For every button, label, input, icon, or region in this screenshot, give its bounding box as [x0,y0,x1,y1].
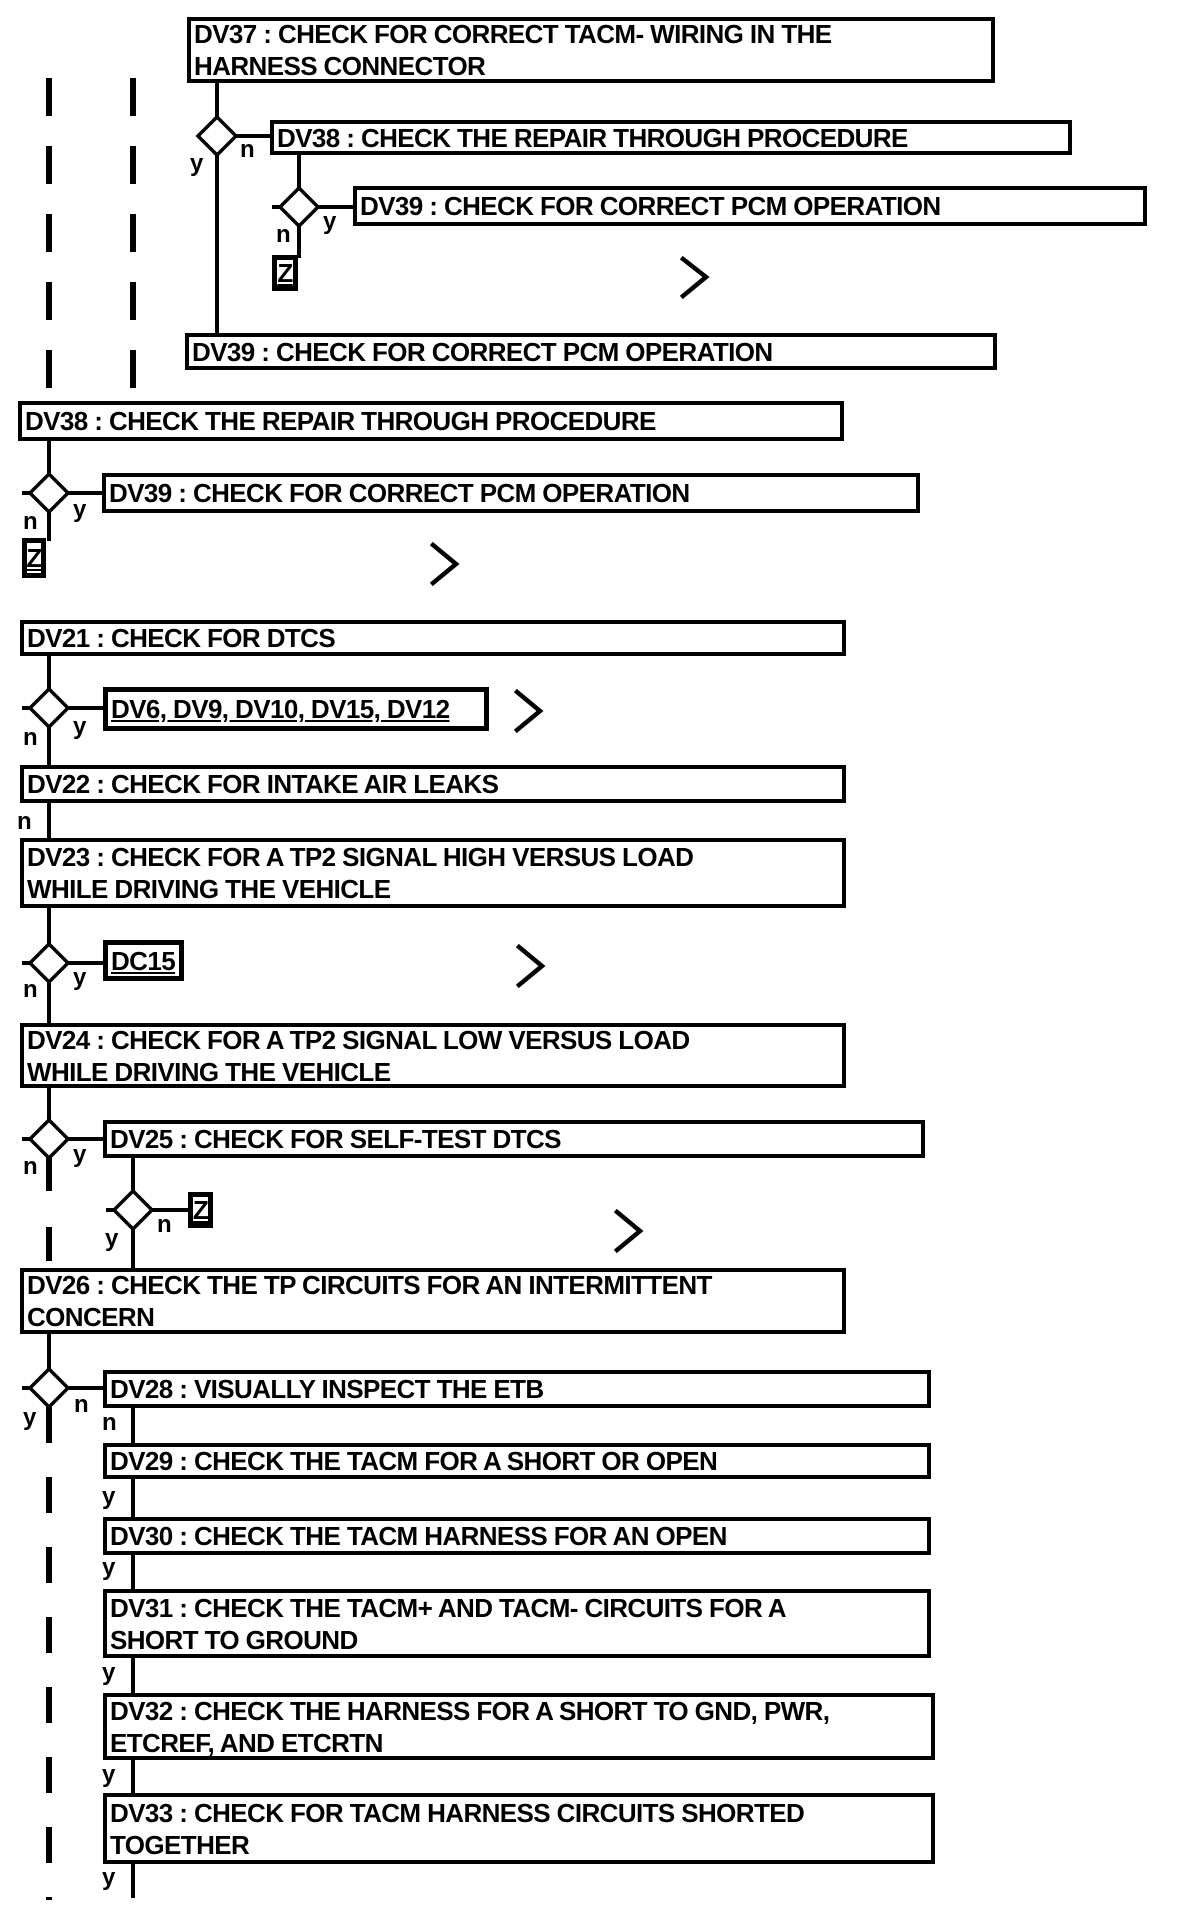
node-dv22: DV22 : CHECK FOR INTAKE AIR LEAKS [20,765,846,803]
branch-label-n: n [23,1153,38,1180]
continuation-chevron [613,1208,644,1254]
decision-diamond [27,471,71,515]
branch-label-y: y [102,1659,116,1686]
branch-label-y: y [23,1404,37,1431]
decision-diamond [27,1117,71,1161]
branch-label-n: n [17,808,32,835]
branch-label-n: n [276,221,291,248]
node-dv28: DV28 : VISUALLY INSPECT THE ETB [103,1370,931,1408]
node-dv39-top: DV39 : CHECK FOR CORRECT PCM OPERATION [353,186,1147,226]
node-dv24: DV24 : CHECK FOR A TP2 SIGNAL LOW VERSUS… [20,1023,846,1088]
node-dv39-mid: DV39 : CHECK FOR CORRECT PCM OPERATION [185,333,997,370]
node-dv31: DV31 : CHECK THE TACM+ AND TACM- CIRCUIT… [103,1589,931,1658]
node-dv38-top: DV38 : CHECK THE REPAIR THROUGH PROCEDUR… [270,120,1072,155]
node-dv33: DV33 : CHECK FOR TACM HARNESS CIRCUITS S… [103,1793,935,1864]
decision-diamond [27,1366,71,1410]
decision-diamond [27,686,71,730]
node-z2[interactable]: Z [22,538,46,578]
node-dv30: DV30 : CHECK THE TACM HARNESS FOR AN OPE… [103,1517,931,1555]
continuation-chevron [515,943,546,989]
node-dv29: DV29 : CHECK THE TACM FOR A SHORT OR OPE… [103,1443,931,1479]
node-dv23: DV23 : CHECK FOR A TP2 SIGNAL HIGH VERSU… [20,838,846,908]
decision-diamond [195,114,239,158]
node-dv38-mid: DV38 : CHECK THE REPAIR THROUGH PROCEDUR… [18,401,844,441]
branch-label-n: n [102,1409,117,1436]
branch-label-y: y [73,496,87,523]
node-dv32: DV32 : CHECK THE HARNESS FOR A SHORT TO … [103,1693,935,1760]
node-dv37: DV37 : CHECK FOR CORRECT TACM- WIRING IN… [187,17,995,83]
branch-label-y: y [102,1554,116,1581]
node-dc15[interactable]: DC15 [103,940,184,981]
branch-label-y: y [73,713,87,740]
node-dv39-low: DV39 : CHECK FOR CORRECT PCM OPERATION [102,473,920,513]
decision-diamond [277,185,321,229]
branch-label-y: y [105,1225,119,1252]
continuation-chevron [429,541,460,587]
node-dv21: DV21 : CHECK FOR DTCS [20,620,846,656]
branch-label-n: n [74,1391,89,1418]
branch-label-n: n [157,1211,172,1238]
node-dv25: DV25 : CHECK FOR SELF-TEST DTCS [103,1120,925,1158]
branch-label-y: y [102,1864,116,1891]
branch-label-n: n [240,136,255,163]
branch-label-y: y [190,150,204,177]
branch-label-y: y [323,208,337,235]
branch-label-n: n [23,508,38,535]
branch-label-y: y [73,964,87,991]
node-dv-list[interactable]: DV6, DV9, DV10, DV15, DV12 [103,687,489,731]
decision-diamond [27,941,71,985]
node-dv26: DV26 : CHECK THE TP CIRCUITS FOR AN INTE… [20,1268,846,1334]
continuation-chevron [679,255,710,300]
continuation-chevron [513,688,544,734]
decision-diamond [111,1188,155,1232]
branch-label-n: n [23,724,38,751]
node-z1[interactable]: Z [272,255,298,291]
node-z3[interactable]: Z [188,1192,213,1228]
branch-label-y: y [102,1483,116,1510]
branch-label-y: y [102,1761,116,1788]
branch-label-n: n [23,976,38,1003]
branch-label-y: y [73,1141,87,1168]
